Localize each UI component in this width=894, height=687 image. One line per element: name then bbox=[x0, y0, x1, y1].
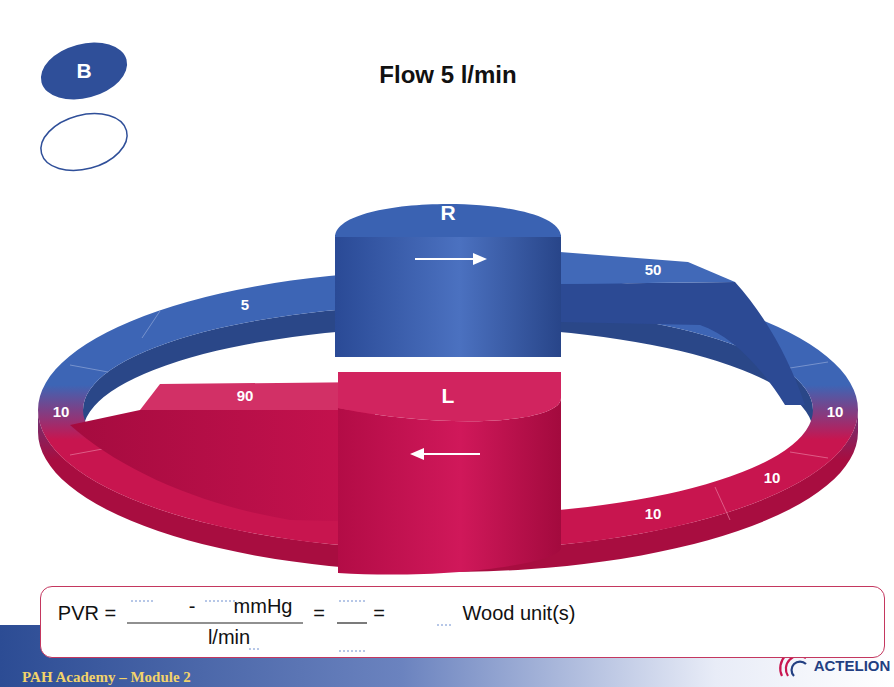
node-text: B bbox=[76, 59, 91, 83]
blank-placeholder bbox=[131, 601, 153, 602]
divider-line bbox=[790, 452, 828, 458]
formula-box: PVR = - mmHg l/min = = Wood unit(s) bbox=[40, 586, 885, 658]
node-text: PVR = bbox=[58, 602, 116, 625]
segment-value: 5 bbox=[241, 296, 249, 313]
blank-placeholder bbox=[339, 651, 365, 652]
blank-placeholder bbox=[437, 625, 453, 626]
node-text: = bbox=[373, 602, 385, 625]
footer-text: PAH Academy – Module 2 bbox=[22, 669, 191, 686]
node-text: = bbox=[313, 602, 325, 625]
segment-value: 10 bbox=[53, 403, 70, 420]
right-heart-chamber: R bbox=[335, 185, 561, 357]
oval-shape bbox=[35, 34, 134, 109]
group-oval: B bbox=[38, 40, 130, 102]
node-text: mmHg bbox=[234, 595, 293, 618]
resistance-block-top bbox=[560, 252, 735, 284]
blank-placeholder bbox=[205, 601, 237, 602]
chamber-top bbox=[338, 372, 561, 421]
left-heart-chamber: L bbox=[338, 368, 561, 578]
segment-value: 90 bbox=[237, 387, 254, 404]
node-text: l/min bbox=[208, 626, 250, 649]
flow-arrow-line bbox=[422, 453, 480, 455]
pressure-block-front bbox=[70, 410, 375, 522]
divider-line bbox=[142, 311, 160, 338]
resistance-block-front bbox=[560, 282, 805, 405]
flow-arrow-line bbox=[415, 258, 475, 260]
slide-title: Flow 5 l/min bbox=[379, 61, 516, 89]
fraction-bar bbox=[127, 622, 303, 623]
logo-arc bbox=[792, 662, 806, 676]
segment-value: 10 bbox=[645, 505, 662, 522]
flow-arrow-head bbox=[410, 448, 424, 460]
blank-placeholder bbox=[249, 649, 261, 650]
node-text: L bbox=[442, 384, 455, 408]
chamber-front bbox=[335, 235, 561, 357]
divider-line bbox=[715, 487, 730, 520]
node-text: R bbox=[440, 201, 455, 225]
segment-value: 10 bbox=[764, 469, 781, 486]
divider-line bbox=[70, 365, 108, 372]
divider-line bbox=[790, 362, 828, 368]
fraction-bar bbox=[337, 622, 367, 623]
blank-placeholder bbox=[339, 601, 365, 602]
node-text: - bbox=[189, 595, 196, 618]
logo-arc bbox=[786, 656, 806, 676]
chamber-front bbox=[338, 398, 561, 575]
segment-value: 50 bbox=[645, 261, 662, 278]
segment-value: 10 bbox=[827, 403, 844, 420]
flow-arrow-head bbox=[473, 253, 487, 265]
empty-oval bbox=[35, 105, 134, 180]
node-text: Wood unit(s) bbox=[462, 602, 575, 625]
logo-text: ACTELION bbox=[814, 657, 891, 674]
